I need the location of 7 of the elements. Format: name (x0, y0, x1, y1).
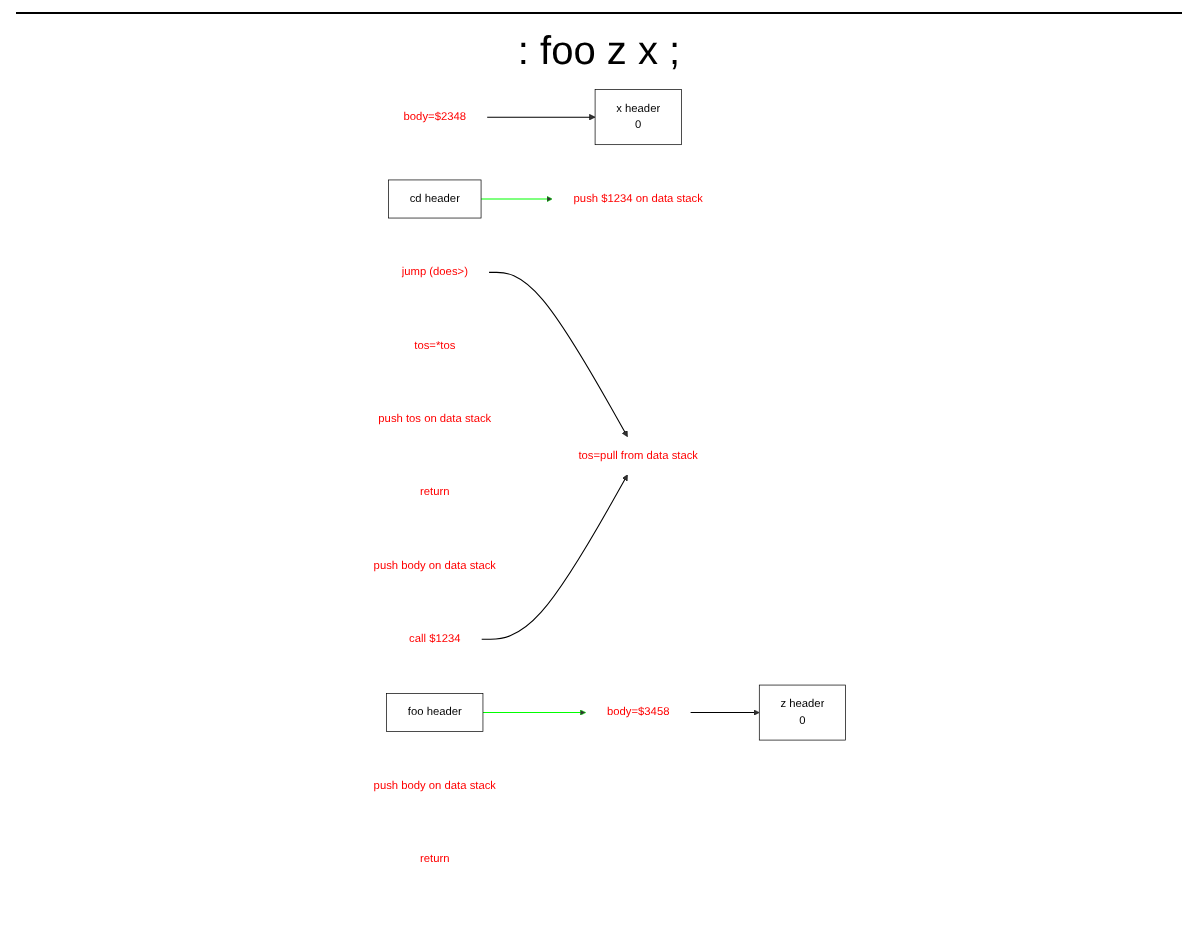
arrow (480, 195, 553, 203)
arrow (481, 474, 628, 640)
arrow (482, 709, 587, 716)
arrow (486, 114, 596, 121)
title: : foo z x ; (515, 30, 683, 76)
arrow (488, 271, 628, 437)
arrow (690, 709, 760, 716)
